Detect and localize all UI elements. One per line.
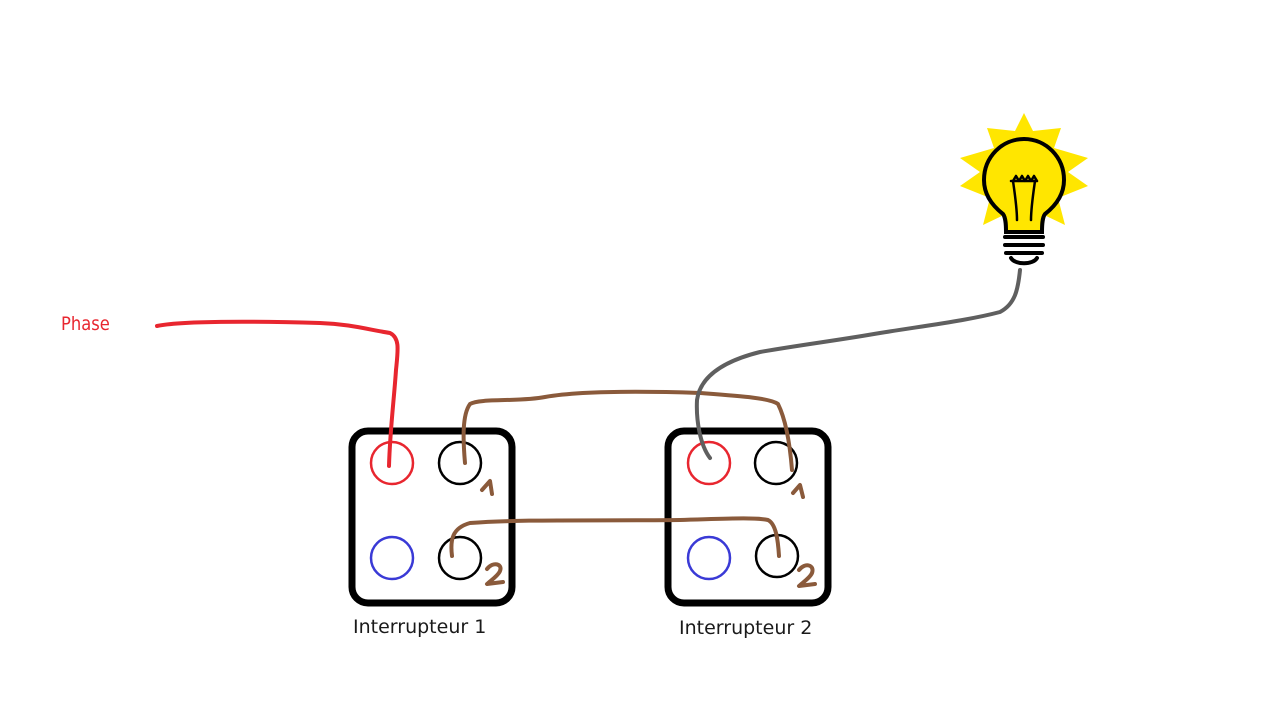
bulb-filament-icon: [1009, 174, 1039, 222]
switch-1-terminal-phase: [369, 440, 415, 486]
switch-1: [348, 427, 516, 607]
traveler-wire-1: [461, 389, 794, 472]
switch-1-terminal-2: [437, 535, 483, 581]
mark-1-switch-2: [791, 483, 805, 499]
light-bulb-icon: [960, 113, 1088, 266]
switch-1-label: Interrupteur 1: [353, 616, 487, 638]
switch-1-terminal-1: [437, 440, 483, 486]
phase-wire: [155, 319, 400, 468]
switch-2-terminal-1: [753, 440, 799, 486]
switch-1-box: [348, 427, 516, 607]
mark-1-switch-1: [480, 479, 494, 496]
switch-2-terminal-neutral: [686, 535, 732, 581]
bulb-base-icon: [1003, 235, 1045, 266]
phase-label: Phase: [61, 313, 110, 335]
lamp-wire: [694, 268, 1022, 460]
traveler-wire-2: [449, 516, 781, 558]
switch-2-terminal-phase: [686, 440, 732, 486]
switch-2-box: [664, 427, 832, 607]
mark-2-switch-1: [485, 562, 505, 586]
bulb-glass-icon: [981, 136, 1067, 234]
mark-2-switch-2: [797, 563, 817, 588]
switch-1-terminal-neutral: [369, 535, 415, 581]
switch-2-label: Interrupteur 2: [679, 617, 813, 639]
